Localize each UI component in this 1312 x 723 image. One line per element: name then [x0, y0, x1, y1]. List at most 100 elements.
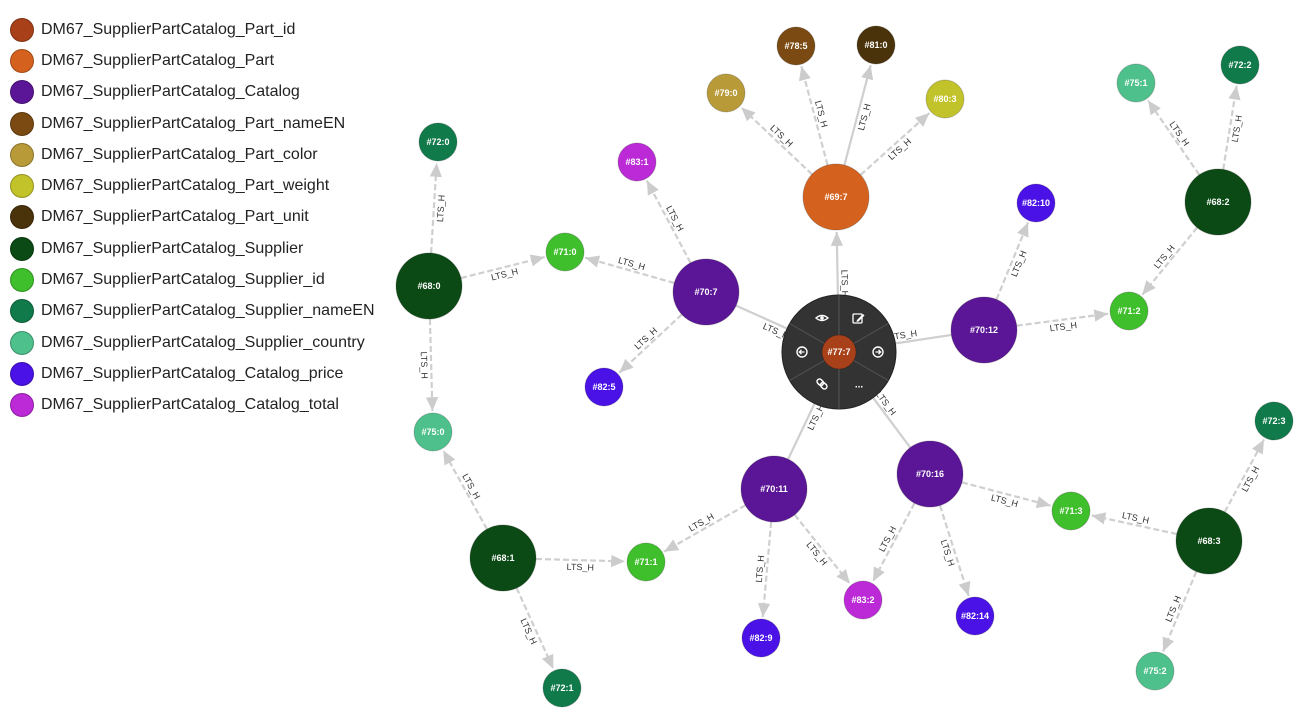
graph-node[interactable]: #70:11	[740, 455, 808, 523]
graph-node[interactable]: #68:2	[1184, 168, 1252, 236]
graph-node[interactable]: #68:3	[1175, 507, 1243, 575]
edge[interactable]	[859, 112, 931, 176]
eye-icon[interactable]	[814, 314, 830, 322]
node-circle[interactable]	[821, 334, 857, 370]
graph-node[interactable]: #72:1	[542, 668, 582, 708]
node-circle[interactable]	[542, 668, 582, 708]
edge[interactable]	[961, 481, 1051, 509]
node-circle[interactable]	[950, 296, 1018, 364]
edge[interactable]	[1141, 226, 1198, 296]
edge[interactable]	[460, 254, 545, 280]
graph-node[interactable]: #68:1	[469, 524, 537, 592]
edge[interactable]	[1162, 571, 1198, 653]
legend-item[interactable]: DM67_SupplierPartCatalog_Part_nameEN	[10, 108, 375, 139]
node-circle[interactable]	[626, 542, 666, 582]
node-circle[interactable]	[776, 26, 816, 66]
graph-node[interactable]: #75:1	[1116, 63, 1156, 103]
legend-item[interactable]: DM67_SupplierPartCatalog_Supplier_nameEN	[10, 296, 375, 327]
edge[interactable]	[584, 255, 675, 285]
graph-node[interactable]: #75:2	[1135, 651, 1175, 691]
graph-node[interactable]: #72:2	[1220, 45, 1260, 85]
legend-item[interactable]: DM67_SupplierPartCatalog_Catalog	[10, 77, 375, 108]
edge[interactable]	[618, 313, 683, 374]
node-circle[interactable]	[1220, 45, 1260, 85]
legend-item[interactable]: DM67_SupplierPartCatalog_Catalog_total	[10, 390, 375, 421]
graph-node[interactable]: #69:7	[802, 163, 870, 231]
node-circle[interactable]	[672, 258, 740, 326]
graph-node[interactable]: #79:0	[706, 73, 746, 113]
node-circle[interactable]	[395, 252, 463, 320]
node-circle[interactable]	[418, 122, 458, 162]
node-circle[interactable]	[1051, 491, 1091, 531]
graph-node[interactable]: #78:5	[776, 26, 816, 66]
edge[interactable]	[793, 514, 851, 585]
edge[interactable]	[425, 318, 439, 412]
graph-node[interactable]: #75:0	[413, 412, 453, 452]
node-circle[interactable]	[413, 412, 453, 452]
node-circle[interactable]	[1116, 63, 1156, 103]
node-circle[interactable]	[1254, 401, 1294, 441]
edge[interactable]	[757, 521, 773, 618]
graph-node[interactable]: #82:9	[741, 618, 781, 658]
edge[interactable]	[1222, 85, 1241, 170]
node-circle[interactable]	[1184, 168, 1252, 236]
legend-item[interactable]: DM67_SupplierPartCatalog_Part_weight	[10, 170, 375, 201]
graph-node[interactable]: #70:12	[950, 296, 1018, 364]
arrow-right-circle-icon[interactable]	[872, 346, 884, 358]
graph-node[interactable]: #83:1	[617, 142, 657, 182]
node-circle[interactable]	[1175, 507, 1243, 575]
link-icon[interactable]	[816, 378, 828, 390]
legend-item[interactable]: DM67_SupplierPartCatalog_Supplier_id	[10, 264, 375, 295]
graph-node[interactable]: #72:3	[1254, 401, 1294, 441]
node-circle[interactable]	[1109, 291, 1149, 331]
edit-icon[interactable]	[852, 313, 865, 324]
edge[interactable]	[645, 180, 692, 264]
edge[interactable]	[740, 106, 813, 176]
node-circle[interactable]	[469, 524, 537, 592]
graph-node[interactable]: #82:5	[584, 367, 624, 407]
arrow-left-circle-icon[interactable]	[796, 346, 808, 358]
edge[interactable]	[515, 587, 555, 670]
node-circle[interactable]	[925, 79, 965, 119]
graph-node[interactable]: #71:0	[545, 232, 585, 272]
edge[interactable]	[1091, 512, 1177, 536]
edge[interactable]	[1016, 309, 1109, 327]
node-circle[interactable]	[740, 455, 808, 523]
graph-node[interactable]: #68:0	[395, 252, 463, 320]
edge[interactable]	[1223, 438, 1265, 513]
more-icon[interactable]: ...	[855, 380, 864, 391]
graph-node[interactable]: #70:7	[672, 258, 740, 326]
graph-node[interactable]: #82:10	[1016, 183, 1056, 223]
node-radial-menu[interactable]: ... #77:7	[781, 294, 897, 410]
node-circle[interactable]	[955, 596, 995, 636]
legend-item[interactable]: DM67_SupplierPartCatalog_Supplier	[10, 233, 375, 264]
node-circle[interactable]	[843, 580, 883, 620]
legend-item[interactable]: DM67_SupplierPartCatalog_Part_unit	[10, 202, 375, 233]
graph-node[interactable]: #71:3	[1051, 491, 1091, 531]
edge[interactable]	[663, 504, 746, 553]
legend-item[interactable]: DM67_SupplierPartCatalog_Catalog_price	[10, 358, 375, 389]
node-circle[interactable]	[741, 618, 781, 658]
node-circle[interactable]	[1016, 183, 1056, 223]
edge[interactable]	[798, 66, 829, 166]
edge[interactable]	[871, 502, 916, 582]
graph-node[interactable]: #82:14	[955, 596, 995, 636]
graph-node[interactable]: #80:3	[925, 79, 965, 119]
graph-node[interactable]: #70:16	[896, 440, 964, 508]
node-circle[interactable]	[584, 367, 624, 407]
edge[interactable]	[843, 65, 874, 166]
node-circle[interactable]	[706, 73, 746, 113]
edge[interactable]	[1147, 99, 1201, 176]
edge[interactable]	[995, 222, 1030, 300]
graph-node[interactable]: #71:1	[626, 542, 666, 582]
graph-node[interactable]: #77:7	[821, 334, 857, 370]
edge[interactable]	[938, 505, 971, 597]
graph-node[interactable]: #72:0	[418, 122, 458, 162]
edge[interactable]	[535, 554, 626, 568]
node-circle[interactable]	[802, 163, 870, 231]
edge[interactable]	[442, 449, 488, 530]
legend-item[interactable]: DM67_SupplierPartCatalog_Part_id	[10, 14, 375, 45]
legend-item[interactable]: DM67_SupplierPartCatalog_Supplier_countr…	[10, 327, 375, 358]
graph-node[interactable]: #83:2	[843, 580, 883, 620]
